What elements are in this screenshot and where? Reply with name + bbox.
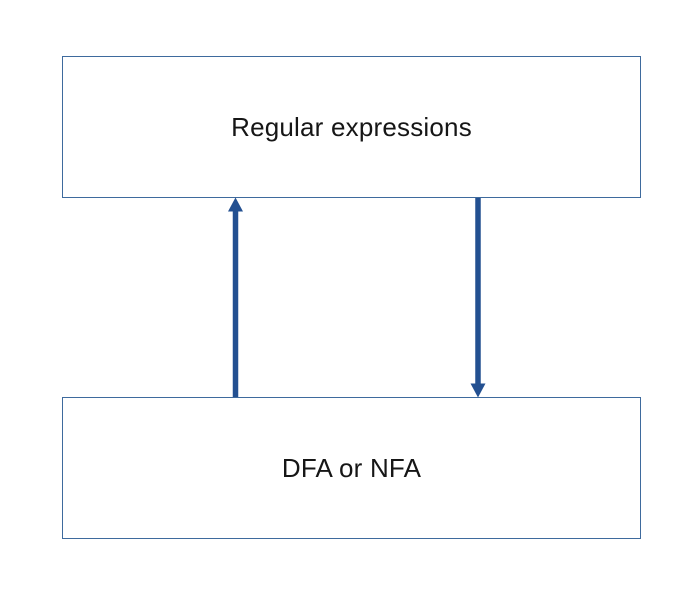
node-dfa-or-nfa: DFA or NFA — [62, 397, 641, 539]
arrow-down-head-icon — [470, 383, 486, 398]
node-regular-expressions: Regular expressions — [62, 56, 641, 198]
node-regular-expressions-label: Regular expressions — [231, 112, 472, 142]
arrow-up-head-icon — [228, 197, 243, 212]
arrow-up — [228, 197, 243, 397]
arrow-down — [470, 198, 486, 398]
node-dfa-or-nfa-label: DFA or NFA — [281, 453, 422, 483]
